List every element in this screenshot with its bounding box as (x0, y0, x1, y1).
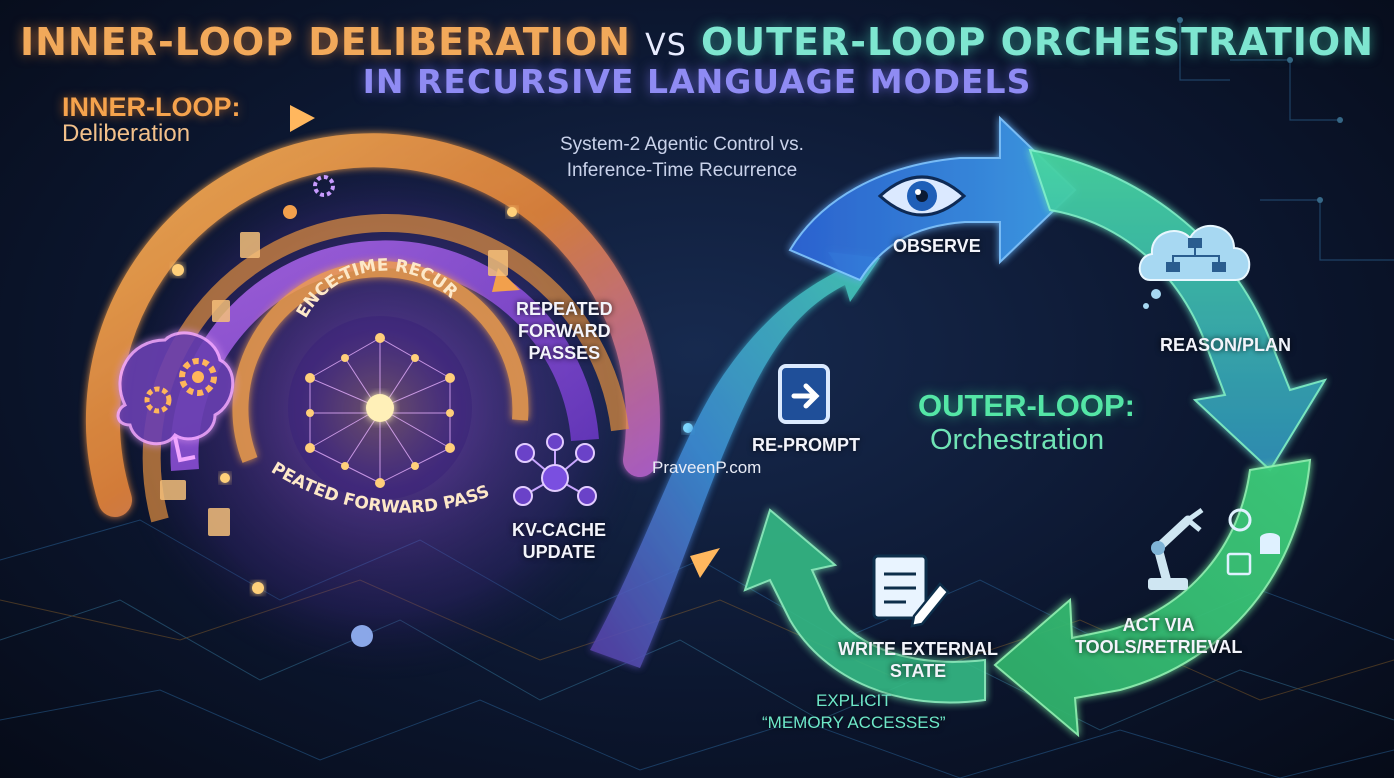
title-line1: INNER-LOOP DELIBERATION VS OUTER-LOOP OR… (0, 20, 1394, 64)
center-subtitle: System-2 Agentic Control vs. Inference-T… (560, 134, 804, 181)
neural-network-icon (288, 316, 472, 500)
title-outer-part: OUTER-LOOP ORCHESTRATION (700, 20, 1374, 64)
outer-loop-heading: OUTER-LOOP: (918, 388, 1135, 423)
inner-loop-heading: INNER-LOOP: (62, 92, 241, 122)
document-icon (160, 232, 508, 536)
reason-plan-step-label: REASON/PLAN (1160, 335, 1292, 355)
title-vs: VS (645, 28, 687, 63)
memory-accesses-note: EXPLICIT “MEMORY ACCESSES” (762, 691, 946, 732)
gear-icon (283, 175, 373, 647)
inner-loop-subheading: Deliberation (62, 120, 191, 147)
brain-gears-icon (116, 331, 235, 463)
title-inner-part: INNER-LOOP DELIBERATION (19, 20, 631, 64)
arrow-head-icon (290, 105, 315, 132)
outer-loop-subheading: Orchestration (930, 424, 1105, 456)
repeated-forward-passes-label: REPEATED FORWARD PASSES (516, 299, 613, 363)
observe-step-label: OBSERVE (893, 236, 981, 256)
act-step-label: ACT VIA TOOLS/RETRIEVAL (1075, 615, 1243, 657)
flowchart-cloud-icon (1138, 225, 1251, 309)
write-state-step-label: WRITE EXTERNAL STATE (838, 639, 998, 681)
reprompt-step-label: RE-PROMPT (752, 435, 860, 455)
watermark: PraveenP.com (652, 458, 762, 477)
kv-cache-graph-icon (513, 433, 597, 506)
title-line2: IN RECURSIVE LANGUAGE MODELS (362, 62, 1032, 101)
notepad-pencil-icon (872, 554, 950, 628)
reprompt-arrow-icon (778, 364, 830, 424)
robot-arm-icon (1148, 507, 1280, 590)
eye-icon (877, 175, 967, 217)
connector-arrow (590, 252, 880, 668)
kv-cache-update-label: KV-CACHE UPDATE (512, 520, 607, 562)
